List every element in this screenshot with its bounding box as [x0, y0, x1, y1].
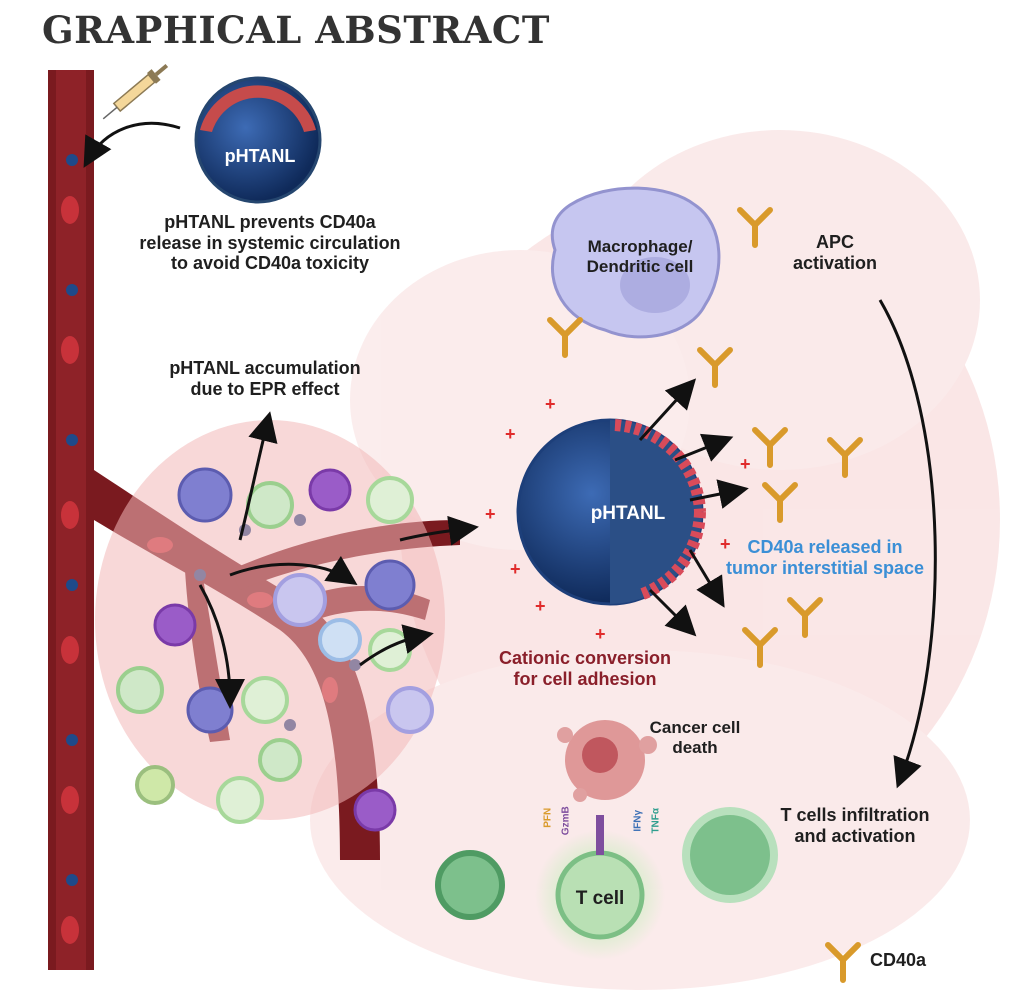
- t-cells: [435, 807, 778, 960]
- systemic-circulation-label: pHTANL prevents CD40a release in systemi…: [139, 212, 401, 274]
- svg-text:+: +: [740, 454, 751, 474]
- tumor-cluster: [95, 420, 445, 832]
- svg-text:+: +: [720, 534, 731, 554]
- dying-cancer-cell: [557, 720, 657, 802]
- injection-arrow: [83, 121, 181, 168]
- cytokine-ifn-label: IFNγ: [632, 809, 644, 832]
- t-cell-infiltration-label: T cells infiltration and activation: [780, 805, 930, 846]
- cationic-conversion-label: Cationic conversion for cell adhesion: [498, 648, 672, 689]
- nanoparticle-top: [194, 76, 322, 204]
- syringe-icon: [102, 63, 169, 120]
- legend-antibody-icon: [825, 942, 861, 983]
- nanoparticle-label-tumor: pHTANL: [590, 503, 666, 524]
- page-title: GRAPHICAL ABSTRACT: [42, 8, 550, 52]
- svg-text:+: +: [595, 624, 606, 644]
- svg-text:+: +: [545, 394, 556, 414]
- macrophage-label: Macrophage/ Dendritic cell: [586, 237, 694, 276]
- extravasation-arrows: [198, 411, 479, 709]
- cd40a-released-label: CD40a released in tumor interstitial spa…: [725, 537, 925, 578]
- release-arrows: [638, 378, 749, 637]
- svg-text:+: +: [485, 504, 496, 524]
- t-cell-label: T cell: [575, 888, 625, 909]
- macrophage-cell: [550, 186, 721, 339]
- cytokine-tnf-label: TNFα: [650, 807, 662, 834]
- legend-cd40a-label: CD40a: [870, 950, 927, 970]
- cancer-cell-death-label: Cancer cell death: [649, 718, 741, 757]
- apc-to-tcell-arrow: [878, 299, 937, 789]
- svg-text:+: +: [535, 596, 546, 616]
- nanoparticle-label-top: pHTANL: [224, 146, 296, 166]
- apc-activation-label: APC activation: [792, 232, 878, 273]
- nanoparticle-tumor: [516, 418, 706, 606]
- cytokine-pfn-label: PFN: [542, 807, 554, 828]
- cytokine-gzmb-label: GzmB: [560, 806, 572, 836]
- cd40a-antibodies: [547, 207, 863, 668]
- cationic-charges: + + + + + + + +: [485, 394, 751, 644]
- epr-accumulation-label: pHTANL accumulation due to EPR effect: [169, 358, 361, 399]
- svg-text:+: +: [510, 559, 521, 579]
- svg-text:+: +: [505, 424, 516, 444]
